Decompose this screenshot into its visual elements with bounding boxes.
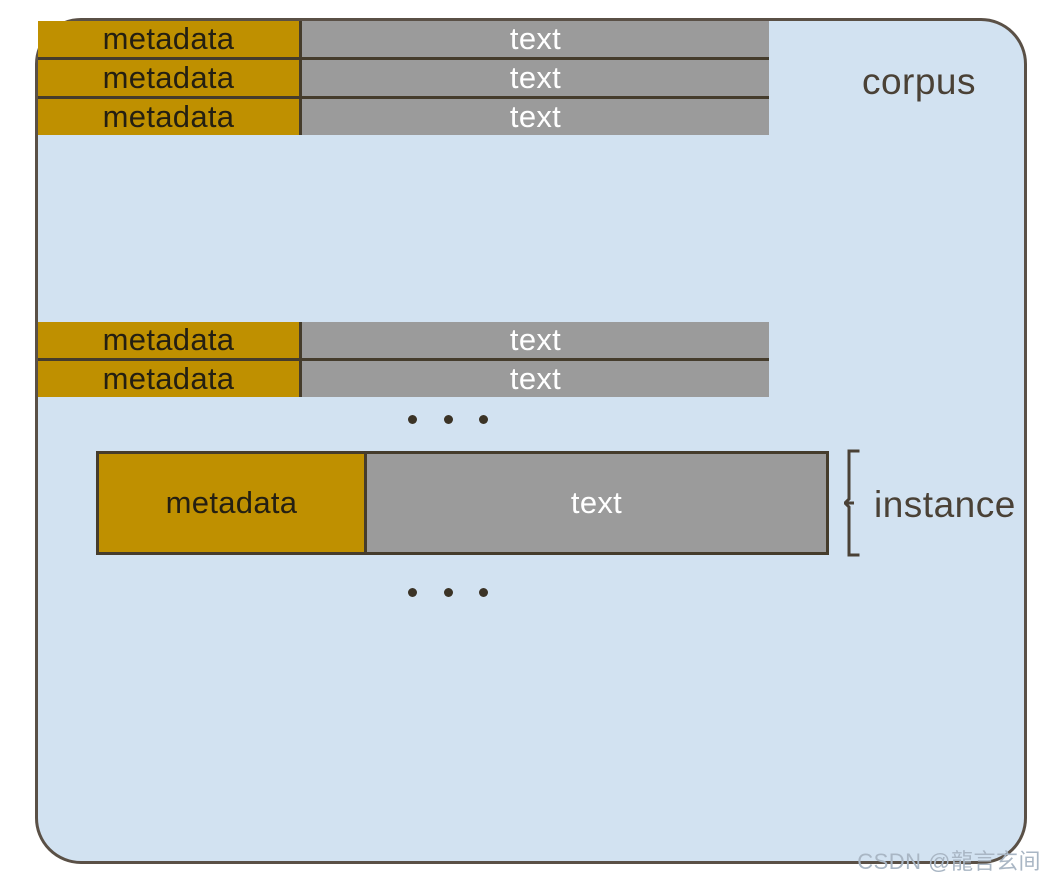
ellipsis-dot	[479, 415, 488, 424]
metadata-cell: metadata	[38, 60, 302, 96]
ellipsis-dot	[479, 588, 488, 597]
text-cell: text	[302, 21, 769, 57]
metadata-cell: metadata	[38, 21, 302, 57]
ellipsis-dot	[408, 415, 417, 424]
text-cell: text	[302, 99, 769, 135]
table-row: metadata text	[38, 21, 769, 60]
instance-row: metadata text	[96, 451, 829, 555]
metadata-cell: metadata	[38, 99, 302, 135]
text-cell: text	[302, 322, 769, 358]
text-cell: text	[367, 454, 826, 552]
ellipsis-dot	[443, 415, 453, 424]
ellipsis-dot	[443, 588, 453, 597]
table-row: metadata text	[38, 322, 769, 361]
table-row: metadata text	[38, 99, 769, 135]
metadata-cell: metadata	[38, 361, 302, 397]
watermark: CSDN @龍言玄间	[857, 849, 1041, 874]
ellipsis-dot	[408, 588, 417, 597]
document-block-bottom: metadata text metadata text	[38, 322, 769, 527]
metadata-cell: metadata	[99, 454, 367, 552]
table-row: metadata text	[38, 361, 769, 397]
document-block-top: metadata text metadata text metadata tex…	[38, 21, 769, 322]
text-cell: text	[302, 60, 769, 96]
corpus-label: corpus	[861, 61, 976, 102]
text-cell: text	[302, 361, 769, 397]
table-row: metadata text	[38, 60, 769, 99]
corpus-container: corpus metadata text metadata text metad…	[35, 18, 1027, 864]
instance-brace-icon	[842, 449, 866, 557]
ellipsis-bottom	[408, 588, 488, 597]
instance-label: instance	[874, 484, 1016, 525]
metadata-cell: metadata	[38, 322, 302, 358]
ellipsis-top	[408, 415, 488, 424]
